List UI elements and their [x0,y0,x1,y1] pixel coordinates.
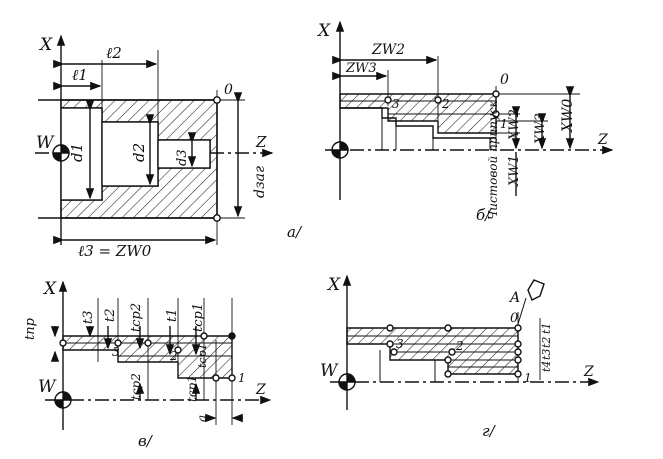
panel-b-point-zero-label: 0 [500,72,509,88]
panel-v-axis-x-label: X [42,279,57,299]
panel-v-origin-label: W [38,377,57,397]
panel-b-point-2 [434,96,442,104]
panel-g-t1-label: t1 [540,323,553,334]
panel-b-caption: б/ [476,206,492,224]
panel-a [35,34,274,245]
panel-v-tcp2-label: tср2 [129,303,144,332]
panel-b-point-3-label: 3 [392,97,400,111]
panel-g-point-1 [514,370,522,378]
panel-g-t2-label: t2 [540,337,553,348]
panel-b-point-zero [492,90,500,98]
panel-g-labels: X Z W A 0 1 2 3 t1 t2 t3 t4 г/ [320,275,594,440]
panel-v-point-2 [174,346,182,354]
panel-v-tpr-label: tпр [23,317,38,340]
panel-a-origin-label: W [36,133,55,153]
panel-b-point-3 [384,96,392,104]
panel-g-point-a-label: A [508,290,520,306]
panel-g-axis-z-label: Z [583,364,594,380]
panel-g-point-2-label: 2 [455,339,464,353]
panel-v-point-2-label: 2 [169,349,178,363]
panel-a-l1-label: ℓ1 [72,66,88,84]
panel-g-point-3-label: 3 [396,337,404,351]
panel-b-finished-contour [340,107,496,139]
panel-b-vertical-note: Чистовой припуск [486,99,500,220]
panel-g [330,274,600,410]
panel-v [45,280,272,430]
panel-v-point-1-label: 1 [238,371,246,385]
panel-v-tcp2-low-label: tср2 [129,373,143,400]
panel-b-xw2-label: XW2 [507,109,522,141]
panel-g-point-3 [390,348,398,356]
panel-b-zw3-label: ZW3 [345,61,377,76]
panel-g-origin-symbol [338,373,356,391]
panel-a-l3-label: ℓ3 = ZW0 [78,242,152,260]
panel-a-origin-symbol [52,144,70,162]
panel-a-d1-label: d1 [68,143,86,162]
panel-a-d2-label: d2 [130,143,148,162]
panel-v-t2-label: t2 [103,309,118,323]
panel-b-point-1 [492,110,500,118]
panel-a-point-zero [213,96,221,104]
panel-b-zw2-label: ZW2 [371,42,405,58]
panel-a-step-d3 [157,139,211,169]
panel-b-xw0-label: XW0 [560,99,576,133]
panel-g-point-2 [448,348,456,356]
panel-a-d3-label: d3 [175,149,190,166]
panel-a-labels: X Z W 0 ℓ1 ℓ2 ℓ3 = ZW0 d1 d2 d3 dзаг а/ [36,35,303,260]
panel-g-point-zero [514,324,522,332]
panel-g-point-1-label: 1 [524,371,532,385]
panel-v-tcp1-low-label: tср1 [185,375,199,402]
panel-b-point-2-label: 2 [441,97,450,111]
panel-v-origin-symbol [54,391,72,409]
panel-v-t1-label: t1 [165,309,180,323]
panel-a-l2-label: ℓ2 [106,44,122,62]
panel-v-point-3 [114,339,122,347]
panel-g-axis-x-label: X [326,275,341,295]
panel-v-t3-label: t3 [81,311,96,325]
panel-a-axis-x-label: X [38,35,53,55]
panel-v-a-label: a [195,415,209,422]
panel-b [325,20,614,200]
panel-g-t3-label: t3 [540,349,553,360]
panel-a-axis-z-label: Z [255,133,267,151]
panel-b-labels: X Z Чистовой припуск ZW2 ZW3 XW0 XW3 XW2… [316,21,608,224]
panel-v-tcp1-small-label: tср1 [196,343,209,368]
panel-g-t4-label: t4 [540,361,553,372]
panel-b-axis-x-label: X [316,21,331,41]
panel-g-origin-label: W [320,361,339,381]
panel-a-caption: а/ [287,223,303,241]
panel-a-dzag-label: dзаг [252,166,268,198]
panel-v-caption: в/ [138,432,154,450]
panel-g-point-zero-label: 0 [510,311,518,326]
panel-v-labels: X Z W tпр t3 t2 tср2 t1 tср1 tср1 tср2 t… [23,279,266,450]
panel-v-point-3-label: 3 [112,345,120,359]
panel-v-point-1 [228,374,236,382]
panel-b-xw1-label: XW1 [507,155,522,187]
panel-g-cutting-tool [527,279,545,301]
panel-v-axis-z-label: Z [255,382,266,398]
panel-g-caption: г/ [482,422,497,440]
panel-b-axis-z-label: Z [597,132,608,148]
panel-b-xw3-label: XW3 [533,113,548,145]
panel-v-tcp1-label: tср1 [191,303,206,332]
panel-a-point-zero-label: 0 [224,82,233,98]
panel-b-origin-symbol [331,141,349,159]
panel-b-point-1-label: 1 [500,117,508,131]
